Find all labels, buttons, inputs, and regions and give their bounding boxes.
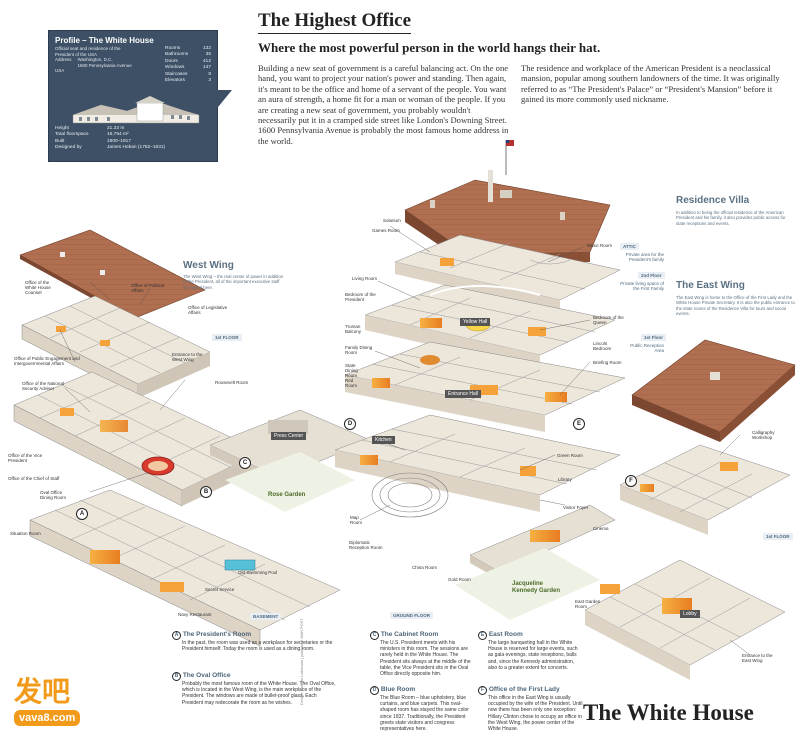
- room-political-affairs: Office of Political Affairs: [131, 283, 165, 293]
- watermark-logo: 发吧 vava8.com: [4, 676, 94, 738]
- footnote-a: A The President's Room In the past, the …: [172, 631, 338, 652]
- footnote-b: B The Oval Office Probably the most famo…: [172, 672, 338, 706]
- room-legislative-affairs: Office of Legislative Affairs: [188, 305, 228, 315]
- design-credit: Design: Carsten Lathmann | published: MA…: [300, 618, 304, 705]
- rose-garden: [225, 452, 355, 512]
- room-games: Games Room: [372, 228, 400, 233]
- floor-desc-attic: Private area for the President's family: [625, 252, 664, 262]
- footnote-f: F Office of the First Lady This office i…: [478, 686, 583, 732]
- room-bedroom-president: Bedroom of the President: [345, 292, 376, 302]
- room-cinema: Cinema: [593, 526, 609, 531]
- card-pointer: [214, 90, 232, 112]
- floor-tag-attic: ATTIC: [620, 243, 639, 250]
- room-china: China Room: [412, 565, 438, 570]
- floor-tag-second: 2nd Floor: [638, 272, 665, 279]
- room-chief-of-staff: Office of the Chief of Staff: [8, 476, 60, 481]
- east-wing-roof: [631, 339, 796, 442]
- room-entrance-west-wing: Entrance to the West Wing: [172, 352, 203, 362]
- room-briefing: Briefing Room: [593, 360, 622, 365]
- marker-f: F: [625, 475, 637, 487]
- profile-title: Profile – The White House: [55, 36, 154, 45]
- floor-desc-first: Public Reception Area: [630, 343, 664, 353]
- room-vice-president: Office of the Vice President: [8, 453, 43, 463]
- room-kitchen: Kitchen: [372, 436, 395, 444]
- room-lobby: Lobby: [680, 610, 700, 618]
- marker-b: B: [200, 486, 212, 498]
- room-nsa: Office of the National Security Adviser: [22, 381, 64, 391]
- room-wh-counsel: Office of the White House Counsel: [25, 280, 51, 295]
- room-old-pool: Old Swimming Pool: [238, 570, 278, 575]
- east-wing-heading: The East Wing: [676, 280, 745, 291]
- marker-a: A: [76, 508, 88, 520]
- profile-description: Official seat and residence of the Presi…: [55, 46, 132, 73]
- west-wing-heading: West Wing: [183, 260, 234, 271]
- residence-description: In addition to being the official reside…: [676, 210, 786, 226]
- room-visitor-foyer: Visitor Foyer: [563, 505, 589, 510]
- room-press-center: Press Center: [271, 432, 307, 440]
- room-diplomatic-reception: Diplomatic Reception Room: [349, 540, 383, 550]
- page-title: The Highest Office: [258, 10, 412, 34]
- rose-garden-label: Rose Garden: [268, 492, 306, 498]
- floor-tag-basement: BASEMENT: [250, 613, 282, 620]
- profile-card: Profile – The White House Official seat …: [48, 30, 218, 162]
- room-truman-balcony: Truman Balcony: [345, 324, 362, 334]
- room-calligraphy: Calligraphy Workshop: [752, 430, 775, 440]
- room-situation: Situation Room: [10, 531, 41, 536]
- marker-c: C: [239, 457, 251, 469]
- room-family-dining: Family Dining Room: [345, 345, 373, 355]
- floor-tag-west-first: 1st FLOOR: [212, 334, 242, 341]
- west-wing-basement: [29, 489, 341, 647]
- jk-garden-label: Jacqueline Kennedy Garden: [512, 581, 561, 594]
- marker-d: D: [344, 418, 356, 430]
- east-wing-description: The East Wing is home to the Office of t…: [676, 295, 795, 317]
- room-map-room: Map Room: [350, 515, 363, 525]
- floor-tag-first: 1st Floor: [641, 334, 667, 341]
- room-entrance-hall: Entrance Hall: [445, 390, 482, 398]
- room-living: Living Room: [352, 276, 378, 281]
- floor-desc-second: Private living space of the First Family: [620, 281, 664, 291]
- big-title: The White House: [583, 700, 754, 725]
- room-bedroom-queen: Bedroom of the Queen: [593, 315, 624, 325]
- intro-text-right: The residence and workplace of the Ameri…: [521, 63, 780, 105]
- white-house-thumbnail: [72, 96, 200, 124]
- room-music: Music Room: [587, 243, 613, 248]
- floor-tag-east-first: 1st FLOOR: [763, 533, 793, 540]
- intro-text-left: Building a new seat of government is a c…: [258, 63, 509, 146]
- room-library: Library: [558, 477, 572, 482]
- residence-heading: Residence Villa: [676, 195, 750, 206]
- room-lincoln-bedroom: Lincoln Bedroom: [593, 341, 612, 351]
- room-public-engagement: Office of Public Engagement and Intergov…: [14, 356, 80, 366]
- room-roosevelt: Roosevelt Room: [215, 380, 249, 385]
- east-colonnade: [469, 504, 616, 580]
- room-gold: Gold Room: [448, 577, 471, 582]
- room-red-room: Red Room: [345, 378, 358, 388]
- room-solarium: Solarium: [383, 218, 401, 223]
- room-yellow-hall: Yellow Hall: [460, 318, 491, 326]
- room-secret-service: Secret Service: [205, 587, 235, 592]
- footnote-c: C The Cabinet Room The U.S. President me…: [370, 631, 472, 677]
- room-entrance-east-wing: Entrance to the East Wing: [742, 653, 773, 663]
- room-green-room: Green Room: [557, 453, 583, 458]
- page-subtitle: Where the most powerful person in the wo…: [258, 40, 601, 55]
- residence-first-floor: [344, 341, 626, 432]
- residence-ground-floor: [334, 414, 621, 518]
- jacqueline-kennedy-garden: [455, 548, 600, 620]
- footnote-d: D Blue Room The Blue Room – blue upholst…: [370, 686, 472, 732]
- room-navy-restaurant: Navy Restaurant: [178, 612, 212, 617]
- east-wing-first-floor: [619, 444, 791, 535]
- room-east-garden: East Garden Room: [575, 599, 601, 609]
- footnote-e: E East Room The large banqueting hall in…: [478, 631, 583, 671]
- room-oval-dining: Oval Office Dining Room: [40, 490, 67, 500]
- room-state-dining: State Dining Room: [345, 363, 358, 378]
- west-wing-description: The West Wing – the real center of power…: [183, 274, 283, 290]
- floor-tag-ground: GROUND FLOOR: [390, 612, 433, 619]
- marker-e: E: [573, 418, 585, 430]
